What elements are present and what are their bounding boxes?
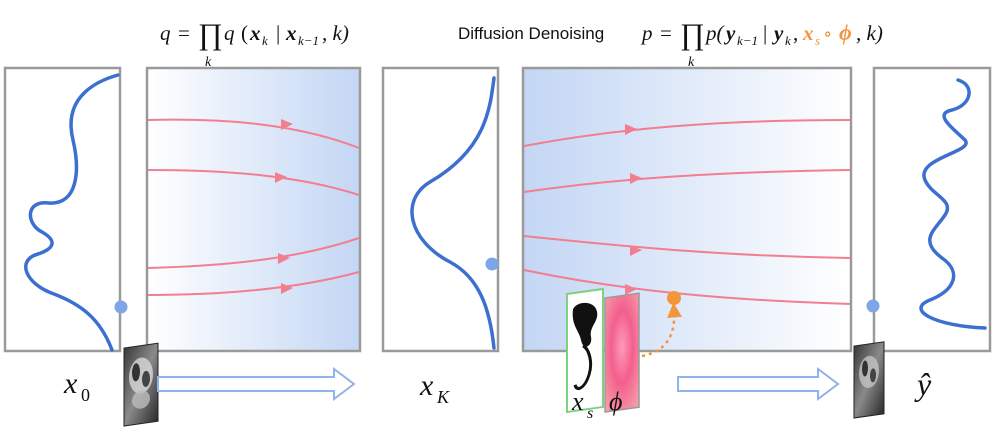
x-k-minus-1: x: [285, 21, 297, 45]
xs-label: x s: [571, 387, 593, 422]
rev-flow-arrow-2: [630, 173, 642, 184]
forward-block-arrow: [157, 367, 356, 401]
x-k-minus-1-sub: k−1: [298, 33, 319, 48]
eq-equals: =: [178, 21, 190, 45]
compose-symbol: ∘: [823, 24, 832, 45]
y-k: y: [771, 21, 784, 45]
product-index: k: [205, 55, 212, 70]
phi-label: ϕ: [609, 387, 622, 416]
rev-flow-line-1: [523, 119, 851, 147]
conditioning-arrow: [641, 291, 683, 358]
svg-text:x: x: [63, 367, 78, 400]
rev-flow-arrow-1: [625, 124, 637, 135]
reverse-title: Diffusion Denoising: [458, 24, 604, 43]
flow-line-2: [147, 169, 360, 196]
x-s-sub: s: [815, 33, 820, 48]
x0-panel-frame: [3, 66, 122, 353]
svg-text:s: s: [587, 405, 593, 422]
y-k-minus-1-sub: k−1: [737, 33, 758, 48]
rev-bar: |: [763, 21, 767, 45]
eq-bar: |: [276, 21, 280, 45]
x0-distribution-panel: [3, 66, 128, 353]
svg-text:x: x: [571, 387, 584, 416]
yhat-label: ŷ: [914, 366, 932, 402]
eq-term: q: [224, 21, 235, 45]
rev-flow-line-2: [523, 169, 851, 193]
xK-panel-frame: [381, 66, 500, 353]
x0-label: x 0: [63, 367, 90, 405]
rev-term: p(: [704, 21, 726, 45]
rev-flow-arrow-4: [625, 284, 637, 295]
yhat-distribution-panel: [866, 66, 992, 353]
product-symbol: ∏: [198, 18, 223, 51]
x-s: x: [802, 21, 814, 45]
svg-text:K: K: [436, 387, 450, 407]
phi-symbol: ϕ: [839, 20, 852, 45]
yhat-panel-frame: [872, 66, 992, 353]
yhat-density-curve: [919, 78, 987, 330]
svg-text:0: 0: [81, 385, 90, 405]
forward-flow-panel: [145, 66, 362, 353]
ct-scan-thumbnail-input: [123, 342, 159, 427]
x0-sample-dot: [114, 300, 128, 314]
flow-arrow-3: [278, 253, 290, 264]
yhat-sample-dot: [866, 299, 880, 313]
svg-text:x: x: [419, 369, 434, 402]
forward-equation: q = ∏ k q ( x k | x k−1 , k): [160, 18, 349, 70]
xK-gaussian-curve: [410, 76, 496, 350]
eq-tail: , k): [322, 21, 349, 45]
flow-arrow-4: [281, 283, 293, 294]
flow-line-1: [147, 118, 360, 149]
xK-distribution-panel: [381, 66, 500, 353]
x-k: x: [249, 21, 261, 45]
xK-sample-dot: [485, 257, 499, 271]
rev-equals: =: [660, 21, 672, 45]
flow-line-3: [147, 237, 360, 269]
x0-density-curve: [24, 73, 120, 352]
flow-arrow-1: [281, 119, 293, 130]
rev-product-index: k: [688, 55, 695, 70]
x-k-sub: k: [262, 33, 268, 48]
rev-tail: , k): [856, 21, 883, 45]
rev-product-symbol: ∏: [680, 18, 705, 51]
flow-line-4: [147, 271, 360, 296]
rev-comma: ,: [793, 21, 798, 45]
deformation-field-thumbnail: [604, 292, 640, 413]
reverse-block-arrow: [677, 367, 840, 401]
flow-arrow-2: [275, 172, 287, 183]
y-k-minus-1: y: [723, 21, 736, 45]
xK-label: x K: [419, 369, 450, 407]
rev-lhs: p: [640, 21, 653, 45]
forward-flow-frame: [145, 66, 362, 353]
rev-flow-line-3: [523, 235, 851, 259]
condition-point: [667, 291, 681, 305]
eq-lhs: q: [160, 21, 171, 45]
ct-scan-thumbnail-output: [853, 341, 885, 419]
mask-thumbnail: [566, 287, 604, 414]
reverse-equation: Diffusion Denoising p = ∏ k p( y k−1 | y…: [458, 18, 883, 70]
y-k-sub: k: [785, 33, 791, 48]
eq-lparen: (: [241, 21, 248, 45]
rev-flow-arrow-3: [630, 245, 642, 256]
